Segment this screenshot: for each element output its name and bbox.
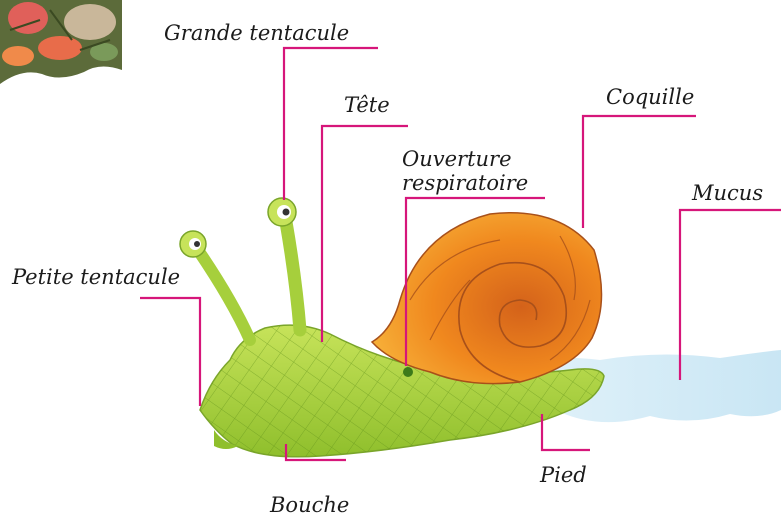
label-grande-tentacule: Grande tentacule: [164, 21, 349, 45]
label-coquille: Coquille: [606, 85, 694, 109]
label-ouverture-line1: Ouverture: [402, 147, 512, 171]
photo-thumbnail: [0, 0, 122, 84]
label-ouverture-line2: respiratoire: [402, 171, 528, 195]
label-mucus: Mucus: [691, 181, 763, 205]
leader-tete: [322, 126, 408, 342]
leader-grande-tentacule: [284, 48, 378, 200]
respiratory-opening: [403, 367, 413, 377]
label-tete: Tête: [344, 93, 390, 117]
label-bouche: Bouche: [269, 493, 349, 517]
label-petite-tentacule: Petite tentacule: [11, 265, 180, 289]
small-tentacle: [180, 231, 250, 340]
leader-petite-tentacule: [140, 298, 200, 406]
label-pied: Pied: [539, 463, 587, 487]
large-tentacle: [268, 198, 300, 330]
